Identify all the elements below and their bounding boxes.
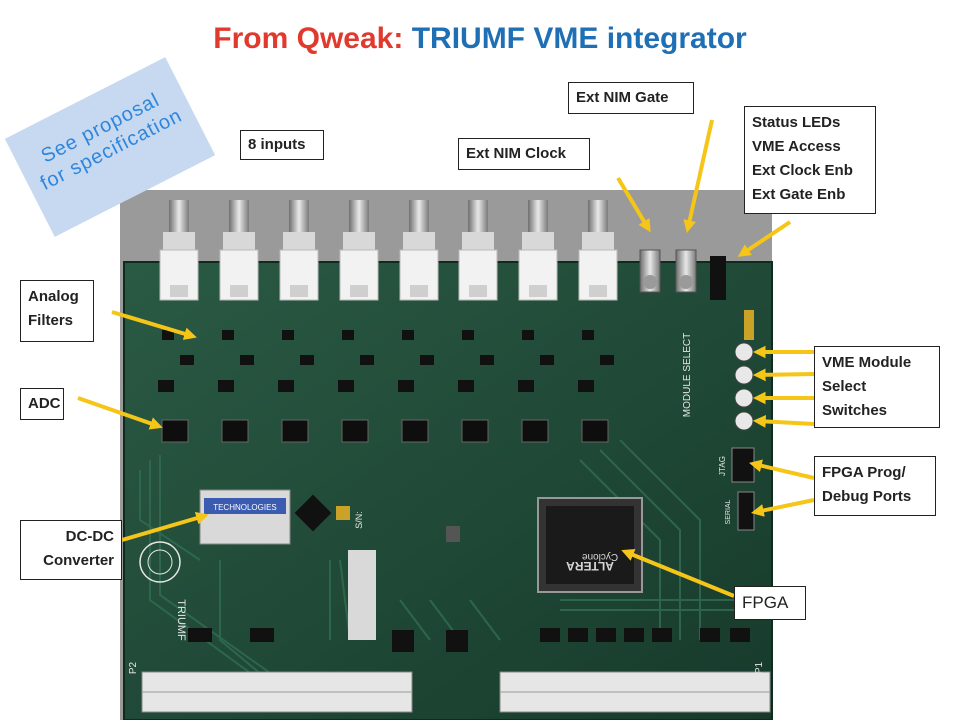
bnc-connector (399, 200, 439, 301)
arrow-jtag (749, 459, 815, 480)
callout-analog-filters: Analog Filters (20, 280, 94, 342)
title-part2: TRIUMF VME integrator (411, 22, 747, 55)
callout-fpga-ports: FPGA Prog/ Debug Ports (814, 456, 936, 516)
svg-text:TRIUMF: TRIUMF (175, 599, 187, 641)
rotary-switches (734, 342, 754, 431)
bnc-connector (458, 200, 498, 301)
svg-text:ALTERA: ALTERA (566, 559, 614, 573)
arrow-dcdc (121, 512, 209, 542)
callout-fpga: FPGA (734, 586, 806, 620)
sn-text: S/N: (354, 511, 364, 529)
status-led-block (710, 256, 726, 300)
nim-connectors (639, 249, 697, 293)
fpga-chip: Cyclone ALTERA (537, 497, 643, 593)
bnc-inputs (159, 200, 618, 301)
triumf-logo: TRIUMF (139, 541, 187, 641)
label-patch (348, 550, 376, 640)
arrow-status (737, 220, 792, 257)
slide-title: From Qweak: TRIUMF VME integrator (0, 22, 960, 56)
svg-text:Cyclone: Cyclone (582, 551, 619, 562)
callout-ext-nim-gate: Ext NIM Gate (568, 82, 694, 114)
bnc-connector (518, 200, 558, 301)
dcdc-converter: TECHNOLOGIES (199, 489, 291, 545)
p1-text: P1 (754, 661, 765, 674)
analog-channels (158, 330, 614, 392)
bnc-connector (159, 200, 199, 301)
arrow-serial (750, 498, 815, 517)
bnc-connector (578, 200, 618, 301)
jtag-text: JTAG (718, 456, 727, 476)
module-select-text: MODULE SELECT (682, 333, 693, 417)
bnc-connector (339, 200, 379, 301)
bnc-connector (279, 200, 319, 301)
arrow-adc (77, 396, 163, 430)
callout-vme-module-select: VME Module Select Switches (814, 346, 940, 428)
arrow-vme-2 (752, 368, 815, 382)
callout-dcdc-converter: DC-DC Converter (20, 520, 122, 580)
arrow-nim-clock (616, 176, 651, 233)
serial-text: SERIAL (725, 499, 732, 524)
bnc-connector (219, 200, 259, 301)
p2-text: P2 (128, 661, 139, 674)
callout-8-inputs: 8 inputs (240, 130, 324, 160)
callout-adc: ADC (20, 388, 64, 420)
arrow-fpga (621, 548, 735, 598)
title-part1: From Qweak: (213, 22, 404, 55)
adc-chips (161, 419, 609, 443)
arrow-nim-gate (683, 119, 714, 233)
callout-status-leds: Status LEDs VME Access Ext Clock Enb Ext… (744, 106, 876, 214)
arrow-vme-4 (752, 415, 815, 428)
svg-text:TECHNOLOGIES: TECHNOLOGIES (213, 503, 277, 512)
callout-ext-nim-clock: Ext NIM Clock (458, 138, 590, 170)
arrow-analog (111, 310, 197, 340)
